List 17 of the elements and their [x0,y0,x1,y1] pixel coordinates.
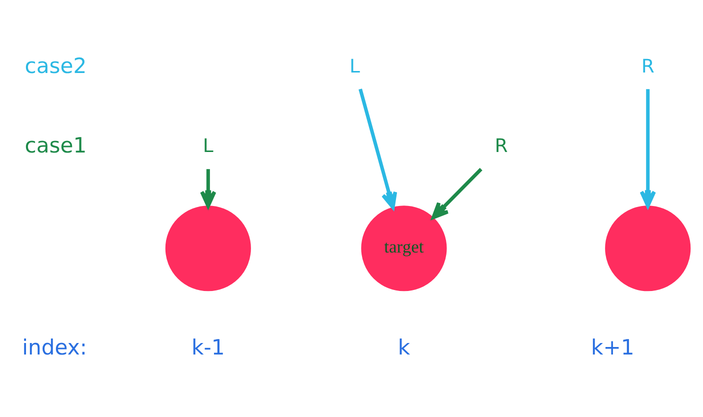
arrow [358,88,398,210]
node-text: R [494,136,508,157]
node-circle: target [361,206,447,292]
label: index: [22,334,87,360]
arrow [200,169,216,208]
node-circle [165,206,251,292]
label: k-1 [192,334,225,360]
label: case2 [24,52,87,78]
node-text: R [641,56,654,78]
node-text: L [350,56,360,78]
arrow [432,168,482,220]
label: case1 [24,132,87,158]
label: k+1 [591,334,634,360]
arrow [640,89,656,208]
node-circle [605,206,691,292]
node-text: L [202,136,214,157]
label: k [398,334,410,360]
